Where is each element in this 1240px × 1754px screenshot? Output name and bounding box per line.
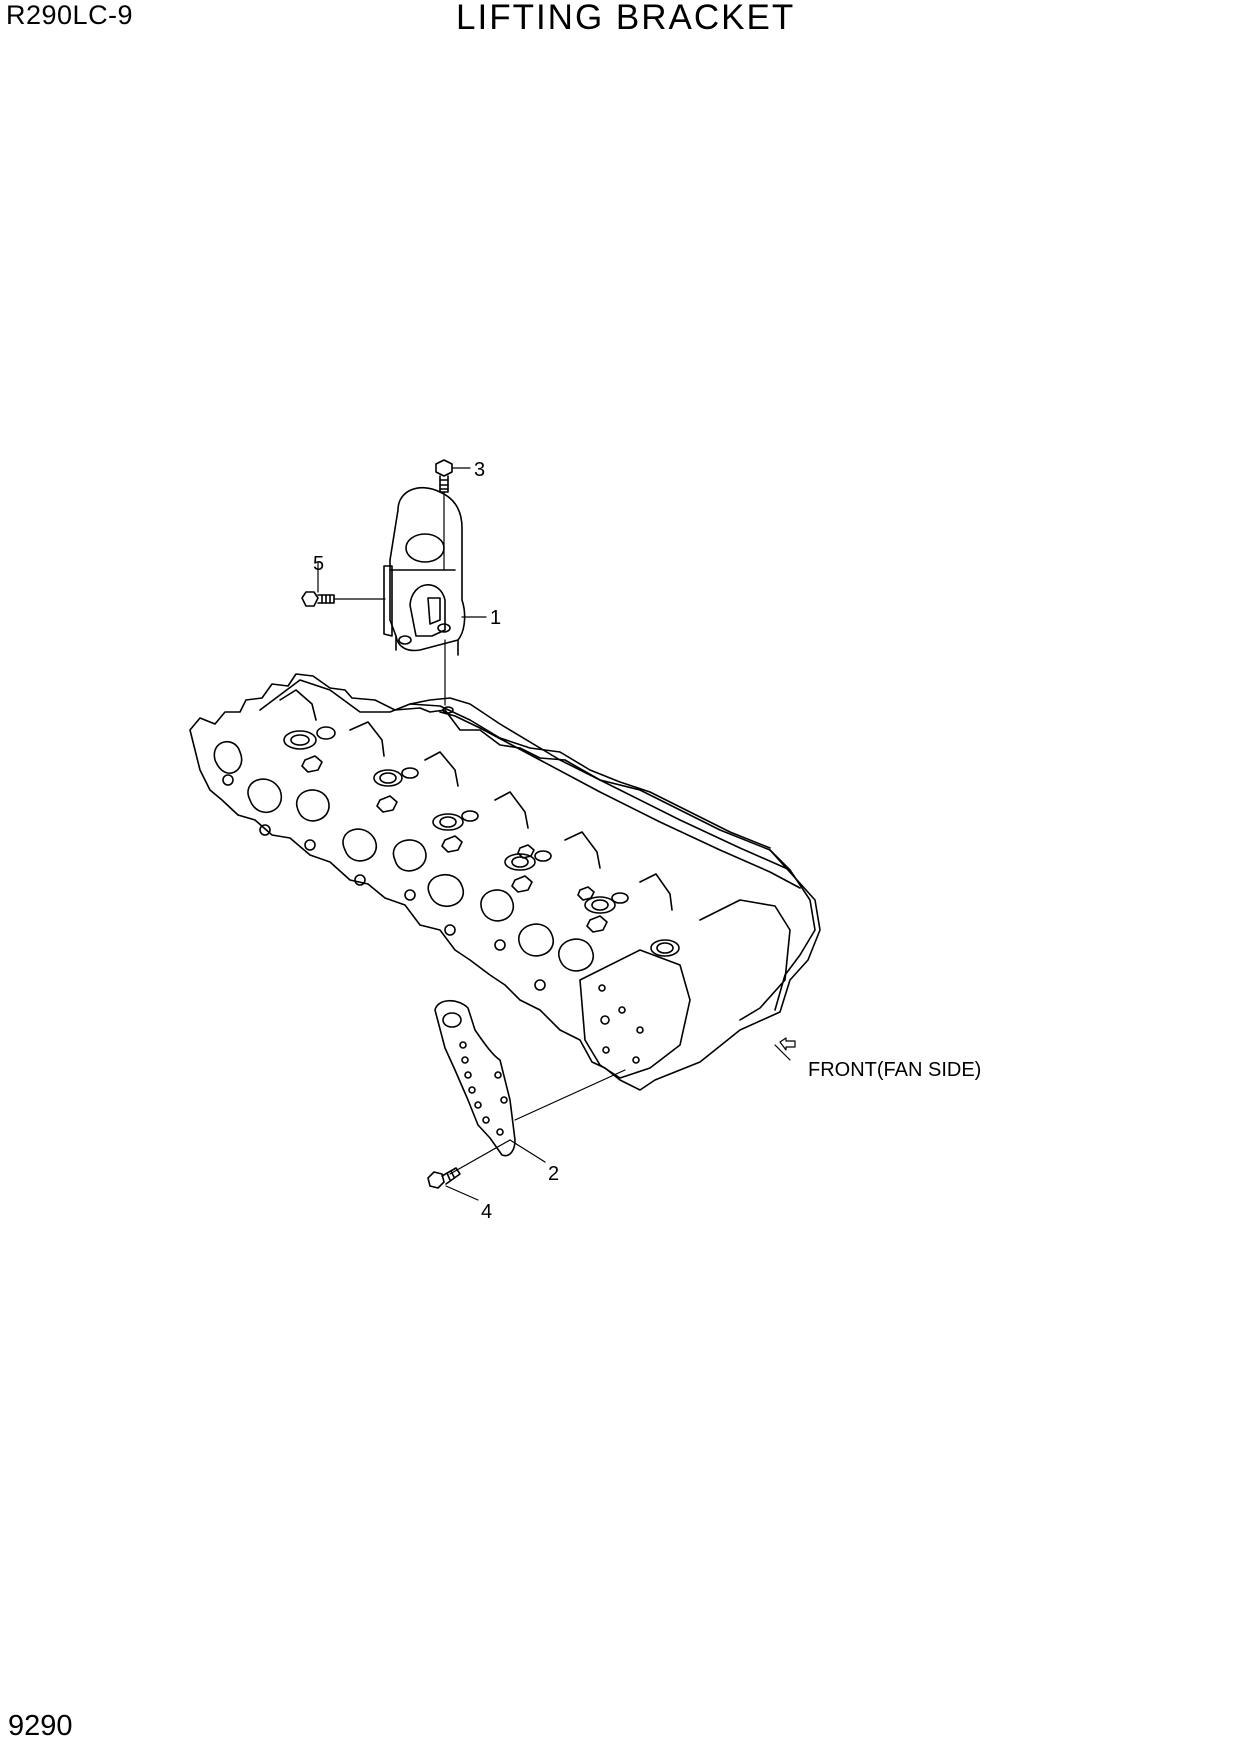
callout-1: 1 bbox=[490, 607, 501, 629]
cylinder-head bbox=[189, 673, 821, 1091]
callout-4: 4 bbox=[481, 1201, 492, 1223]
lifting-bracket-rear bbox=[383, 486, 466, 656]
front-arrow-icon bbox=[774, 1037, 796, 1061]
callout-2: 2 bbox=[548, 1163, 559, 1185]
model-name: R290LC-9 bbox=[6, 0, 134, 30]
leader-lines bbox=[317, 467, 626, 1201]
callout-3: 3 bbox=[474, 459, 485, 481]
page-number: 9290 bbox=[8, 1710, 73, 1742]
callout-5: 5 bbox=[313, 553, 324, 575]
bolt-3 bbox=[435, 459, 453, 493]
head-bolts bbox=[301, 755, 608, 933]
bolt-4 bbox=[427, 1167, 461, 1189]
page-title: LIFTING BRACKET bbox=[456, 0, 796, 37]
rocker-pads bbox=[283, 726, 680, 957]
front-direction-label: FRONT(FAN SIDE) bbox=[808, 1059, 981, 1081]
bolt-5 bbox=[301, 591, 335, 607]
port-bosses bbox=[213, 740, 595, 991]
lifting-bracket-front bbox=[434, 999, 516, 1157]
